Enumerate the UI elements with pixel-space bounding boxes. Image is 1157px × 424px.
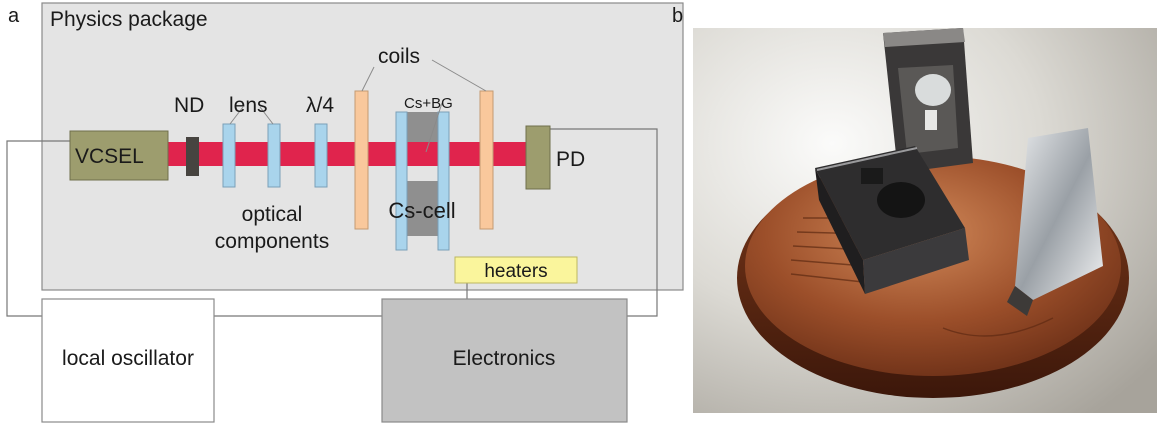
lambda-label: λ/4 <box>306 94 334 117</box>
csbg-label: Cs+BG <box>404 95 453 112</box>
lens-1 <box>222 123 236 188</box>
electronics-label: Electronics <box>453 347 556 370</box>
heaters-box <box>454 256 578 284</box>
laser-beam <box>166 142 528 166</box>
cs-cell-label: Cs-cell <box>388 198 455 223</box>
vcsel-label: VCSEL <box>75 145 144 168</box>
lens-leader-2 <box>259 106 274 125</box>
glass-chip-base <box>1007 286 1033 316</box>
lying-chip-cavity-2 <box>861 168 883 184</box>
lying-chip-side <box>815 168 865 294</box>
photograph-of-miniature-cs-vapor-cell-chips-on-copper-coin <box>693 28 1157 413</box>
leader-lines <box>229 59 487 153</box>
pd-box <box>525 125 551 190</box>
glass-chip <box>1007 128 1103 316</box>
wiring <box>6 128 658 317</box>
panel-a-letter: a <box>8 5 20 27</box>
local-oscillator-label: local oscillator <box>62 347 194 370</box>
physics-package-diagram: a Physics package ND lens λ/4 coils <box>6 2 684 423</box>
lens-label: lens <box>229 94 268 117</box>
coin-line <box>942 317 1054 337</box>
heaters-label: heaters <box>484 261 547 282</box>
coils-leader-left <box>361 66 375 92</box>
csbg-leader <box>425 102 443 153</box>
cs-cell-window-right <box>437 111 450 251</box>
local-oscillator-box <box>41 298 215 423</box>
nd-label: ND <box>174 94 204 117</box>
standing-chip <box>883 28 973 173</box>
lying-chip-front <box>863 228 969 294</box>
lying-chip-cavity <box>877 182 925 218</box>
cs-cell-reservoir <box>406 181 439 236</box>
optical-components-label-line2: components <box>215 230 329 253</box>
glass-chip-body <box>1015 128 1103 300</box>
wire-pd-electronics <box>550 128 658 317</box>
nd-filter <box>186 137 199 176</box>
photo-panel <box>693 28 1157 413</box>
standing-chip-top <box>883 28 965 47</box>
optical-components-label-line1: optical <box>242 203 303 226</box>
standing-chip-reflection-2 <box>925 110 937 130</box>
standing-chip-reflection <box>915 74 951 106</box>
coils-label: coils <box>378 45 420 68</box>
lying-chip <box>815 146 969 294</box>
pd-label: PD <box>556 148 585 171</box>
lying-chip-edge-highlight <box>816 147 918 171</box>
cs-cell <box>395 111 450 251</box>
quarter-wave-plate <box>314 123 328 188</box>
vcsel-box <box>69 130 169 181</box>
coil-right <box>479 90 494 230</box>
coil-left <box>354 90 369 230</box>
cs-cell-upper-body <box>406 112 439 142</box>
wire-vcsel-oscillator <box>6 140 70 317</box>
coin-line <box>790 273 864 283</box>
cs-cell-window-left <box>395 111 408 251</box>
physics-package-title: Physics package <box>50 8 208 31</box>
electronics-box <box>381 298 628 423</box>
panel-b-letter: b <box>672 5 683 27</box>
lens-leader-1 <box>229 106 244 125</box>
coils-leader-right <box>431 59 487 92</box>
lens-2 <box>267 123 281 188</box>
